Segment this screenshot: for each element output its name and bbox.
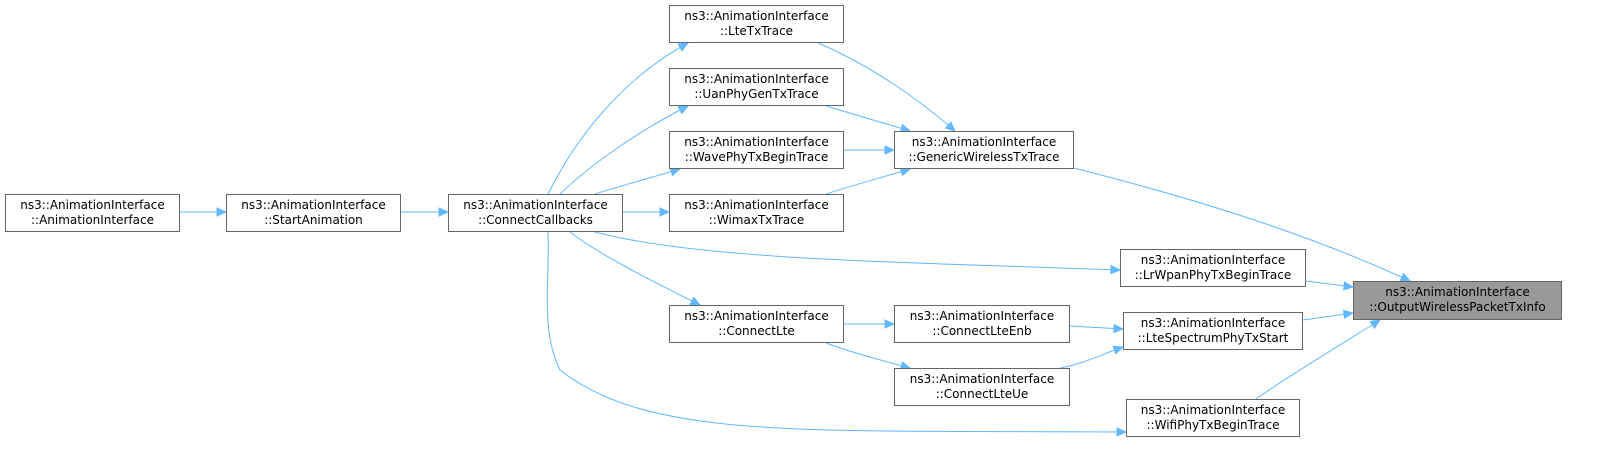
node-label-line1: ns3::AnimationInterface: [1140, 316, 1286, 330]
edge-output-to-generic-arrowhead: [1399, 272, 1412, 282]
edge-connectcb-to-start-arrowhead: [438, 207, 450, 217]
node-label-line2: ::LrWpanPhyTxBeginTrace: [1134, 268, 1292, 282]
node-label-line1: ns3::AnimationInterface: [1385, 285, 1530, 299]
edge-ltespectrum-to-connectlteue: [1059, 346, 1124, 369]
node-uan[interactable]: ns3::AnimationInterface::UanPhyGenTxTrac…: [669, 68, 844, 106]
edge-connectlteue-to-connectlte: [825, 342, 911, 369]
node-label-line1: ns3::AnimationInterface: [684, 309, 829, 323]
edge-output-to-lrwpan-arrowhead: [1342, 281, 1355, 291]
edge-generic-to-ltetx: [817, 42, 956, 132]
node-label-line1: ns3::AnimationInterface: [463, 198, 608, 212]
node-ltespectrum[interactable]: ns3::AnimationInterface::LteSpectrumPhyT…: [1123, 312, 1303, 350]
node-label-line2: ::ConnectLteUe: [935, 387, 1029, 401]
node-start[interactable]: ns3::AnimationInterface::StartAnimation: [226, 194, 401, 232]
node-lrwpan[interactable]: ns3::AnimationInterface::LrWpanPhyTxBegi…: [1120, 249, 1306, 287]
edge-generic-to-wimax: [825, 168, 911, 195]
edge-generic-to-uan: [825, 105, 911, 132]
node-label-line2: ::LteSpectrumPhyTxStart: [1137, 331, 1289, 345]
node-label-line1: ns3::AnimationInterface: [1140, 253, 1286, 267]
node-label-line1: ns3::AnimationInterface: [684, 72, 829, 86]
edge-output-to-wifi: [1255, 319, 1381, 400]
node-label-line2: ::WavePhyTxBeginTrace: [684, 150, 829, 164]
node-label-line2: ::WifiPhyTxBeginTrace: [1146, 418, 1280, 432]
node-label-line2: ::AnimationInterface: [31, 213, 154, 227]
edge-output-to-wifi-arrowhead: [1369, 319, 1382, 330]
edge-wimax-to-connectcb-arrowhead: [659, 207, 671, 217]
edge-connectlte-to-connectcb: [569, 231, 701, 306]
edge-ltespectrum-to-connectlteue-arrowhead: [1112, 345, 1125, 355]
node-label-line1: ns3::AnimationInterface: [1140, 403, 1286, 417]
edge-connectlte-to-connectcb-arrowhead: [689, 296, 702, 306]
node-label-line2: ::ConnectCallbacks: [478, 213, 593, 227]
node-generic[interactable]: ns3::AnimationInterface::GenericWireless…: [894, 131, 1074, 169]
node-label-line2: ::WimaxTxTrace: [708, 213, 805, 227]
node-label-line1: ns3::AnimationInterface: [909, 372, 1055, 386]
node-wimax[interactable]: ns3::AnimationInterface::WimaxTxTrace: [669, 194, 844, 232]
edge-lrwpan-to-connectcb-arrowhead: [1110, 264, 1122, 275]
node-label-line2: ::OutputWirelessPacketTxInfo: [1369, 300, 1546, 314]
node-output: ns3::AnimationInterface::OutputWirelessP…: [1353, 281, 1562, 320]
node-wave[interactable]: ns3::AnimationInterface::WavePhyTxBeginT…: [669, 131, 844, 169]
edge-connectlteenb-to-connectlte-arrowhead: [884, 319, 896, 329]
edge-output-to-generic: [1073, 167, 1411, 282]
edge-generic-to-ltetx-arrowhead: [944, 121, 956, 132]
node-label-line2: ::UanPhyGenTxTrace: [694, 87, 819, 101]
edge-ltespectrum-to-connectlteenb-arrowhead: [1113, 323, 1125, 334]
node-label-line1: ns3::AnimationInterface: [20, 198, 165, 212]
edge-ltetx-to-connectcb: [547, 42, 689, 195]
edge-uan-to-connectcb-arrowhead: [677, 105, 690, 115]
node-ltetx[interactable]: ns3::AnimationInterface::LteTxTrace: [669, 5, 844, 43]
node-label-line1: ns3::AnimationInterface: [911, 135, 1057, 149]
node-ctor[interactable]: ns3::AnimationInterface::AnimationInterf…: [5, 194, 180, 232]
edge-generic-to-wave-arrowhead: [884, 145, 896, 155]
node-connectcb[interactable]: ns3::AnimationInterface::ConnectCallback…: [448, 194, 623, 232]
node-label-line1: ns3::AnimationInterface: [684, 198, 829, 212]
node-label-line1: ns3::AnimationInterface: [241, 198, 386, 212]
node-label-line1: ns3::AnimationInterface: [909, 309, 1055, 323]
node-label-line2: ::LteTxTrace: [719, 24, 794, 38]
node-label-line1: ns3::AnimationInterface: [684, 9, 829, 23]
edge-output-to-ltespectrum-arrowhead: [1342, 309, 1355, 320]
edge-uan-to-connectcb: [559, 105, 689, 195]
edge-lrwpan-to-connectcb: [594, 231, 1121, 271]
node-label-line1: ns3::AnimationInterface: [684, 135, 829, 149]
edge-wave-to-connectcb: [594, 168, 681, 195]
node-connectlte[interactable]: ns3::AnimationInterface::ConnectLte: [669, 305, 844, 343]
node-label-line2: ::GenericWirelessTxTrace: [908, 150, 1060, 164]
node-label-line2: ::ConnectLteEnb: [932, 324, 1032, 338]
node-label-line2: ::StartAnimation: [264, 213, 363, 227]
edge-wifi-to-connectcb: [546, 231, 1127, 433]
edge-ltetx-to-connectcb-arrowhead: [677, 42, 690, 52]
node-label-line2: ::ConnectLte: [718, 324, 795, 338]
node-wifi[interactable]: ns3::AnimationInterface::WifiPhyTxBeginT…: [1126, 399, 1300, 437]
edge-start-to-ctor-arrowhead: [216, 207, 228, 217]
node-connectlteue[interactable]: ns3::AnimationInterface::ConnectLteUe: [894, 368, 1070, 406]
edge-wifi-to-connectcb-arrowhead: [1116, 427, 1128, 437]
node-connectlteenb[interactable]: ns3::AnimationInterface::ConnectLteEnb: [894, 305, 1070, 343]
